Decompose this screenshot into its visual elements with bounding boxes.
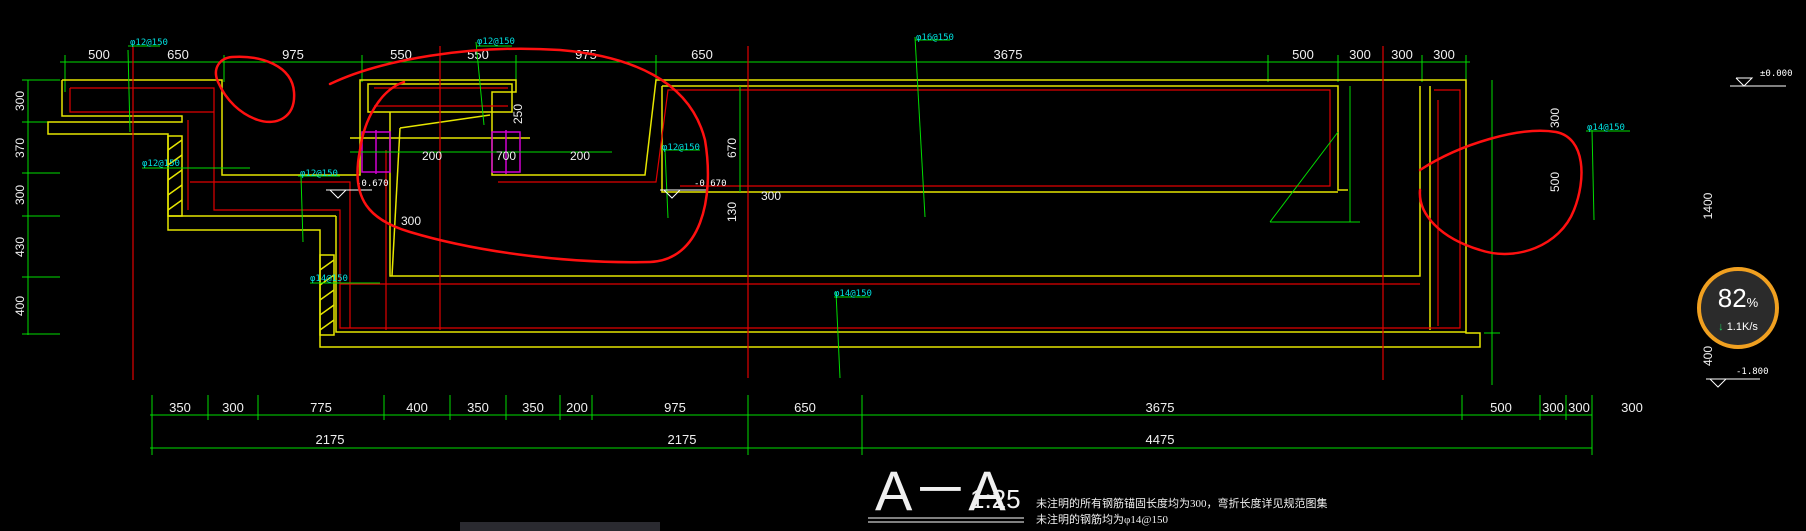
dim-bot-5: 350 (467, 400, 489, 415)
dim-total-2: 2175 (668, 432, 697, 447)
dim-bot-14: 300 (1621, 400, 1643, 415)
dim-bot-2: 300 (222, 400, 244, 415)
dim-bot-6: 350 (522, 400, 544, 415)
rebar-label-8: φ14@150 (1587, 123, 1625, 133)
rebar-label-4: φ12@150 (142, 159, 180, 169)
section-scale: 1:25 (970, 484, 1021, 514)
dim-inner-200b: 200 (570, 149, 590, 163)
rebar-label-7: φ14@150 (834, 289, 872, 299)
level-middle: -0.670 (694, 179, 727, 189)
rebar-label-1: φ12@150 (130, 38, 168, 48)
dim-bot-7: 200 (566, 400, 588, 415)
dim-bot-4: 400 (406, 400, 428, 415)
dim-top-4: 550 (390, 47, 412, 62)
dim-bot-3: 775 (310, 400, 332, 415)
dim-inner-250: 250 (511, 104, 525, 124)
markup-circle-large (328, 47, 710, 264)
dim-bot-11: 500 (1490, 400, 1512, 415)
left-dimension-chain: 300 370 300 430 400 (13, 79, 60, 335)
dim-top-12: 300 (1433, 47, 1455, 62)
rebar-label-9: φ12@150 (300, 169, 338, 179)
bottom-dimension-chain: 350 300 775 400 350 350 200 975 650 3675… (150, 395, 1643, 455)
dim-left-3: 300 (13, 185, 27, 205)
rebar-label-6: φ14@150 (310, 274, 348, 284)
dim-right-300: 300 (1548, 108, 1562, 128)
dim-bot-12: 300 (1542, 400, 1564, 415)
dim-top-11: 300 (1391, 47, 1413, 62)
dim-bot-10: 3675 (1146, 400, 1175, 415)
rebar-callouts: φ12@150 φ12@150 φ16@150 φ12@150 φ12@150 … (128, 33, 1630, 299)
taskbar-fragment (460, 522, 660, 531)
dim-top-8: 3675 (994, 47, 1023, 62)
note-line-1: 未注明的所有钢筋锚固长度均为300，弯折长度详见规范图集 (1036, 496, 1328, 510)
section-title-block: A－A 1:25 未注明的所有钢筋锚固长度均为300，弯折长度详见规范图集 未注… (868, 459, 1328, 526)
dim-bot-8: 975 (664, 400, 686, 415)
markup-circle-small (214, 55, 296, 124)
dim-top-3: 975 (282, 47, 304, 62)
speed-percent: 82% (1717, 283, 1759, 313)
speed-rate: ↓ 1.1K/s (1718, 321, 1758, 333)
markup-annotations (214, 47, 1583, 264)
dim-left-1: 300 (13, 91, 27, 111)
dim-top-9: 500 (1292, 47, 1314, 62)
dim-inner-200a: 200 (422, 149, 442, 163)
dim-total-3: 4475 (1146, 432, 1175, 447)
rebar-label-2: φ12@150 (477, 37, 515, 47)
level-left: -0.670 (356, 179, 389, 189)
network-speed-widget[interactable]: 82% ↓ 1.1K/s (1697, 267, 1779, 349)
dim-left-5: 400 (13, 296, 27, 316)
level-top: ±0.000 (1760, 69, 1793, 79)
dim-top-10: 300 (1349, 47, 1371, 62)
dim-right-400: 400 (1701, 346, 1715, 366)
dim-bot-1: 350 (169, 400, 191, 415)
dim-inner-300a: 300 (761, 189, 781, 203)
dim-top-6: 975 (575, 47, 597, 62)
dim-bot-9: 650 (794, 400, 816, 415)
dim-left-2: 370 (13, 138, 27, 158)
level-bottom: -1.800 (1736, 367, 1769, 377)
dim-bot-13: 300 (1568, 400, 1590, 415)
dim-left-4: 430 (13, 237, 27, 257)
dim-right-500: 500 (1548, 172, 1562, 192)
dim-inner-670: 670 (725, 138, 739, 158)
level-markers: ±0.000 -0.670 -0.670 -1.800 (326, 69, 1793, 388)
rebar-lines (69, 46, 1461, 380)
dim-total-1: 2175 (316, 432, 345, 447)
dim-top-1: 500 (88, 47, 110, 62)
rebar-label-3: φ16@150 (916, 33, 954, 43)
dim-right-1400: 1400 (1701, 192, 1715, 219)
markup-circle-right (1418, 129, 1583, 256)
section-title: A－A (875, 459, 1006, 522)
dim-inner-300b: 300 (401, 214, 421, 228)
top-dimension-chain: 500 650 975 550 550 975 650 3675 500 300… (60, 47, 1470, 92)
rebar-label-5: φ12@150 (662, 143, 700, 153)
dim-inner-700: 700 (496, 149, 516, 163)
note-line-2: 未注明的钢筋均为φ14@150 (1036, 512, 1168, 526)
dim-top-7: 650 (691, 47, 713, 62)
dim-inner-130: 130 (725, 202, 739, 222)
inner-dimensions: 200 700 200 250 670 300 130 300 300 500 … (127, 36, 1715, 385)
dim-top-2: 650 (167, 47, 189, 62)
down-arrow-icon: ↓ (1718, 321, 1724, 333)
